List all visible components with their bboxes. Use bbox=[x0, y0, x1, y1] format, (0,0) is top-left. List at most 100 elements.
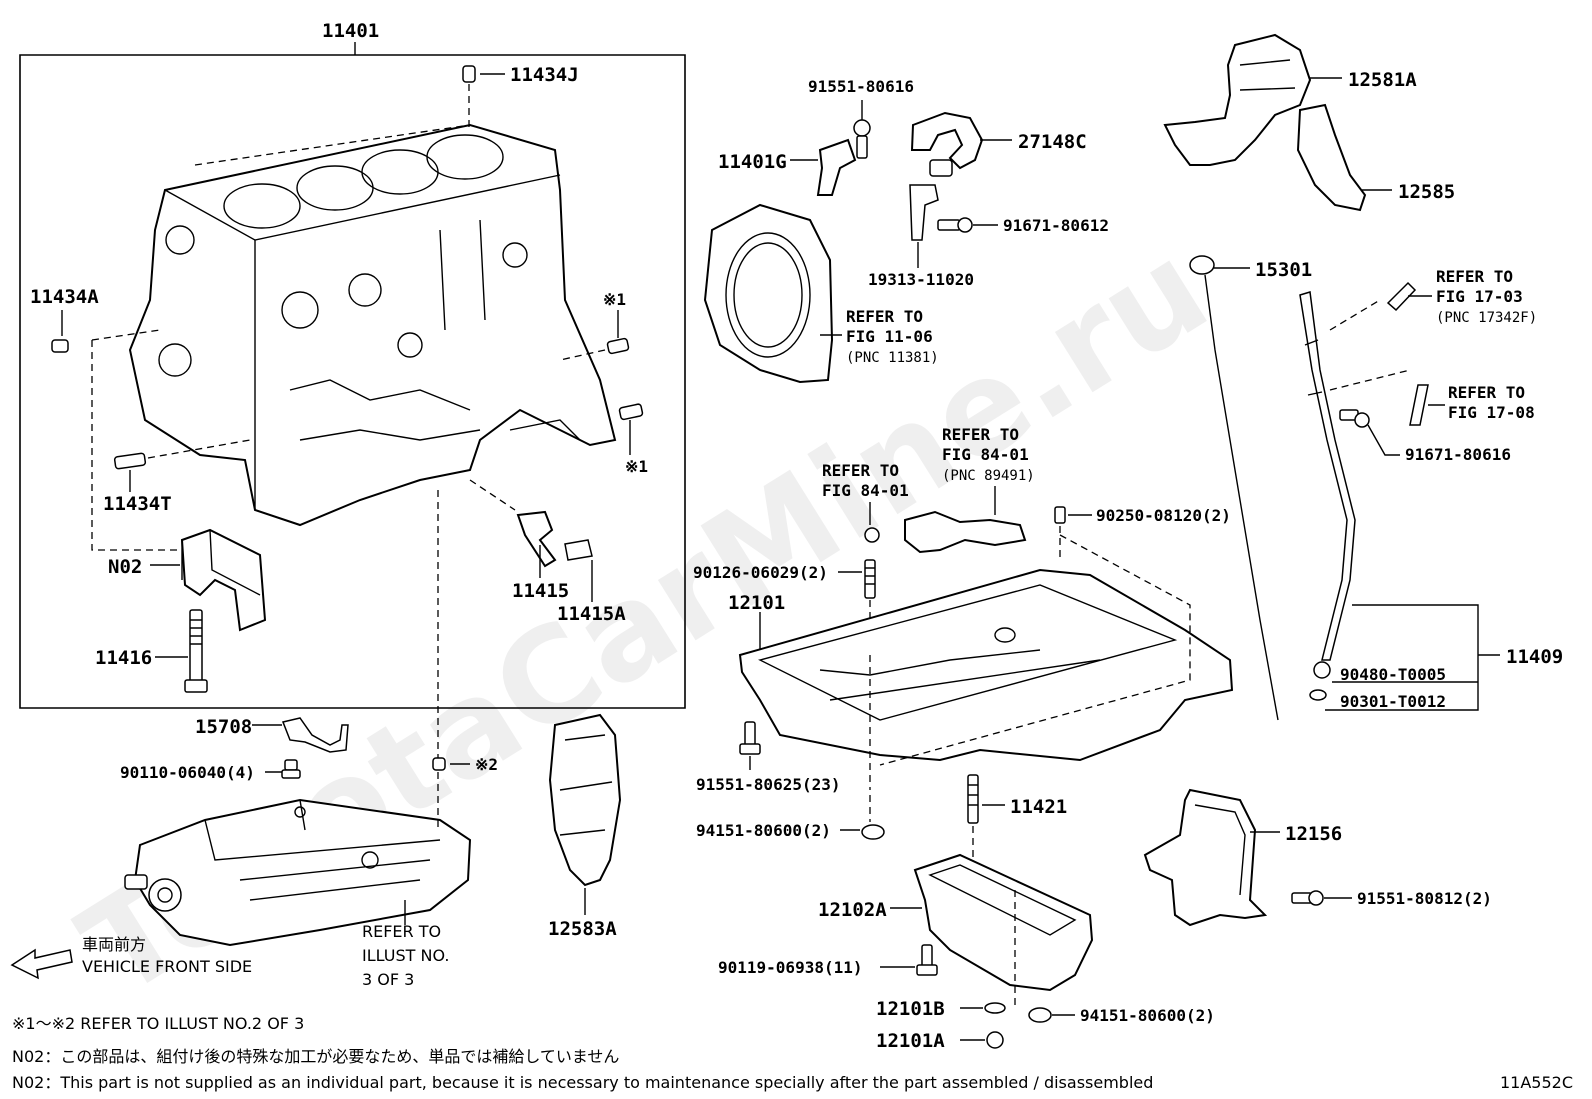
cylinder-block bbox=[128, 123, 617, 527]
label-19313-11020[interactable]: 19313-11020 bbox=[868, 270, 974, 289]
label-11434J[interactable]: 11434J bbox=[510, 64, 579, 86]
part-94151-80600-a-nut[interactable] bbox=[840, 795, 885, 840]
ref-fig17-08-line2: FIG 17-08 bbox=[1448, 403, 1535, 422]
part-N02-bearing-cap[interactable] bbox=[150, 528, 267, 632]
label-11421[interactable]: 11421 bbox=[1010, 796, 1067, 818]
label-11401G[interactable]: 11401G bbox=[718, 151, 787, 173]
reference-fig17-03: REFER TO FIG 17-03 (PNC 17342F) bbox=[1386, 267, 1537, 326]
ref-fig11-06-line1: REFER TO bbox=[846, 307, 923, 326]
label-11401[interactable]: 11401 bbox=[322, 20, 379, 42]
part-91551-80616-bolt[interactable] bbox=[853, 100, 871, 159]
part-12583A-insulator[interactable] bbox=[548, 713, 622, 915]
dowel-pin-mark1-bottom[interactable] bbox=[618, 403, 644, 455]
part-12585-insulator[interactable] bbox=[1296, 103, 1392, 212]
label-12156[interactable]: 12156 bbox=[1285, 823, 1342, 845]
part-90119-bolt[interactable] bbox=[880, 944, 938, 976]
label-11415[interactable]: 11415 bbox=[512, 580, 569, 602]
part-11415-oil-jet[interactable] bbox=[469, 479, 557, 578]
label-11416[interactable]: 11416 bbox=[95, 647, 152, 669]
label-mark2: ※2 bbox=[475, 755, 498, 774]
part-11434J[interactable] bbox=[462, 65, 505, 132]
part-91671-80616-bolt[interactable] bbox=[1339, 409, 1400, 456]
ref-illust3-line2: ILLUST NO. bbox=[362, 946, 449, 965]
label-12101B[interactable]: 12101B bbox=[876, 998, 945, 1020]
part-11416-bolt[interactable] bbox=[155, 609, 208, 693]
part-90250-plug[interactable] bbox=[1054, 506, 1092, 560]
part-91551-80812-bolt[interactable] bbox=[1291, 890, 1352, 906]
part-rear-oil-seal-retainer[interactable] bbox=[703, 203, 842, 384]
label-27148C[interactable]: 27148C bbox=[1018, 131, 1087, 153]
label-12101A[interactable]: 12101A bbox=[876, 1030, 945, 1052]
part-15708-oil-strainer-tube[interactable] bbox=[252, 717, 349, 753]
label-12581A[interactable]: 12581A bbox=[1348, 69, 1417, 91]
ref-fig17-08-line1: REFER TO bbox=[1448, 383, 1525, 402]
label-15301[interactable]: 15301 bbox=[1255, 259, 1312, 281]
part-11434A[interactable] bbox=[51, 310, 69, 353]
label-90126-06029[interactable]: 90126-06029(2) bbox=[693, 563, 828, 582]
label-11434T[interactable]: 11434T bbox=[103, 493, 172, 515]
ref-illust3-line1: REFER TO bbox=[362, 922, 441, 941]
part-11401G-sensor[interactable] bbox=[790, 138, 857, 196]
ref-fig84-01a-line1: REFER TO bbox=[822, 461, 899, 480]
part-12102A-oil-pan-lower[interactable] bbox=[890, 853, 1094, 1005]
part-91671-80612-bolt[interactable] bbox=[937, 217, 998, 233]
label-90110[interactable]: 90110-06040(4) bbox=[120, 763, 255, 782]
vehicle-front-jp: 車両前方 bbox=[82, 935, 146, 954]
part-12101-oil-pan-upper[interactable] bbox=[738, 534, 1234, 790]
label-11415A[interactable]: 11415A bbox=[557, 603, 626, 625]
label-91551-80616[interactable]: 91551-80616 bbox=[808, 77, 914, 96]
ref-fig84-01b-line1: REFER TO bbox=[942, 425, 1019, 444]
label-90480-T0005[interactable]: 90480-T0005 bbox=[1340, 665, 1446, 684]
reference-illust3: REFER TO ILLUST NO. 3 OF 3 bbox=[362, 922, 449, 989]
part-11409-dipstick-guide[interactable] bbox=[1299, 291, 1411, 701]
label-94151-80600-b[interactable]: 94151-80600(2) bbox=[1080, 1006, 1215, 1025]
part-11434T[interactable] bbox=[113, 439, 251, 492]
ref-fig17-03-line3: (PNC 17342F) bbox=[1436, 310, 1537, 326]
figure-code: 11A552C bbox=[1500, 1073, 1573, 1092]
label-12101[interactable]: 12101 bbox=[728, 592, 785, 614]
n02-note-jp: N02：この部品は、組付け後の特殊な加工が必要なため、単品では補給していません bbox=[12, 1047, 619, 1066]
label-12583A[interactable]: 12583A bbox=[548, 918, 617, 940]
vehicle-front-en: VEHICLE FRONT SIDE bbox=[82, 957, 252, 976]
ref-fig11-06-line2: FIG 11-06 bbox=[846, 327, 933, 346]
label-12585[interactable]: 12585 bbox=[1398, 181, 1455, 203]
part-94151-80600-b-nut[interactable] bbox=[1028, 1007, 1075, 1023]
label-90250-08120[interactable]: 90250-08120(2) bbox=[1096, 506, 1231, 525]
reference-fig84-01a: REFER TO FIG 84-01 bbox=[822, 461, 909, 543]
label-N02[interactable]: N02 bbox=[108, 556, 142, 578]
part-12156-bracket[interactable] bbox=[1143, 788, 1280, 927]
label-91551-80625[interactable]: 91551-80625(23) bbox=[696, 775, 841, 794]
part-12581A-insulator[interactable] bbox=[1163, 33, 1342, 166]
part-27148C-harness[interactable] bbox=[910, 111, 1012, 177]
label-94151-80600-a[interactable]: 94151-80600(2) bbox=[696, 821, 831, 840]
ref-fig17-03-line2: FIG 17-03 bbox=[1436, 287, 1523, 306]
block-group-frame bbox=[19, 54, 686, 709]
ladder-frame-assembly bbox=[124, 798, 472, 947]
label-91551-80812[interactable]: 91551-80812(2) bbox=[1357, 889, 1492, 908]
label-90119-06938[interactable]: 90119-06938(11) bbox=[718, 958, 863, 977]
label-91671-80616[interactable]: 91671-80616 bbox=[1405, 445, 1511, 464]
part-15301-dipstick[interactable] bbox=[1189, 255, 1279, 721]
label-12102A[interactable]: 12102A bbox=[818, 899, 887, 921]
vehicle-front-indicator: 車両前方 VEHICLE FRONT SIDE bbox=[10, 935, 252, 980]
part-90110-bolt[interactable] bbox=[265, 759, 301, 779]
label-15708[interactable]: 15708 bbox=[195, 716, 252, 738]
label-90301-T0012[interactable]: 90301-T0012 bbox=[1340, 692, 1446, 711]
label-mark1-bottom: ※1 bbox=[625, 457, 648, 476]
ref-fig84-01a-line2: FIG 84-01 bbox=[822, 481, 909, 500]
ref-fig84-01b-line3: (PNC 89491) bbox=[942, 468, 1035, 484]
part-91551-80625-bolt[interactable] bbox=[739, 721, 761, 770]
label-11434A[interactable]: 11434A bbox=[30, 286, 99, 308]
dowel-pin-mark2[interactable] bbox=[432, 757, 470, 771]
part-19313-bracket[interactable] bbox=[909, 184, 939, 268]
dowel-pin-mark1-top[interactable] bbox=[559, 310, 630, 361]
part-12101A-plug[interactable] bbox=[960, 1031, 1004, 1049]
label-mark1-top: ※1 bbox=[603, 290, 626, 309]
part-11421-stud[interactable] bbox=[967, 774, 1005, 860]
label-11409[interactable]: 11409 bbox=[1506, 646, 1563, 668]
ref-fig11-06-line3: (PNC 11381) bbox=[846, 350, 939, 366]
part-11415A-bolt[interactable] bbox=[564, 539, 593, 602]
part-12101B-gasket[interactable] bbox=[960, 1002, 1006, 1014]
label-91671-80612[interactable]: 91671-80612 bbox=[1003, 216, 1109, 235]
